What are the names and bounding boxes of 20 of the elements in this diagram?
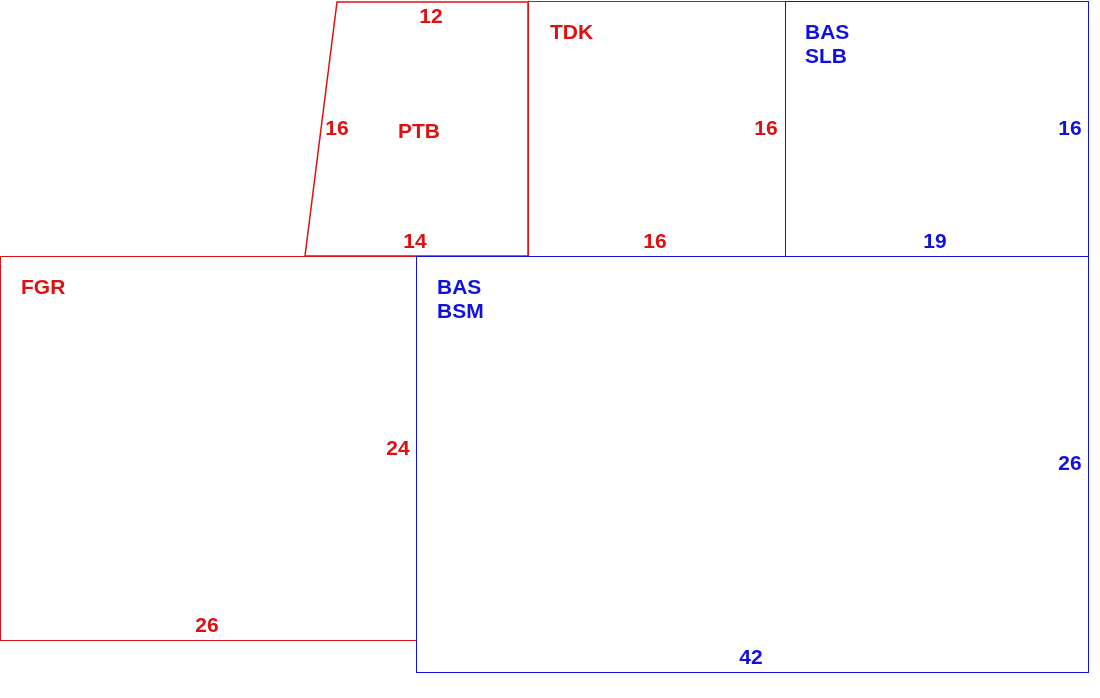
dimension-label: 16 [643, 229, 667, 253]
dimension-label: 24 [386, 436, 410, 460]
dimension-label: 16 [754, 116, 778, 140]
dimension-label: 19 [923, 229, 947, 253]
room-name: FGR [21, 275, 66, 299]
dimension-label: 14 [403, 229, 427, 253]
room-outline [528, 1, 786, 257]
room-name: BAS BSM [437, 275, 485, 323]
room-name: PTB [398, 119, 440, 143]
dimension-label: 42 [739, 645, 763, 669]
dimension-label: 16 [325, 116, 349, 140]
dimension-label: 26 [1058, 451, 1082, 475]
room-outline [785, 1, 1089, 257]
room-outline [0, 256, 417, 641]
dimension-label: 12 [419, 4, 443, 28]
dimension-label: 16 [1058, 116, 1082, 140]
dimension-label: 26 [195, 613, 219, 637]
room-name: TDK [550, 20, 594, 44]
room-outline [416, 256, 1089, 673]
room-name: BAS SLB [805, 20, 851, 68]
